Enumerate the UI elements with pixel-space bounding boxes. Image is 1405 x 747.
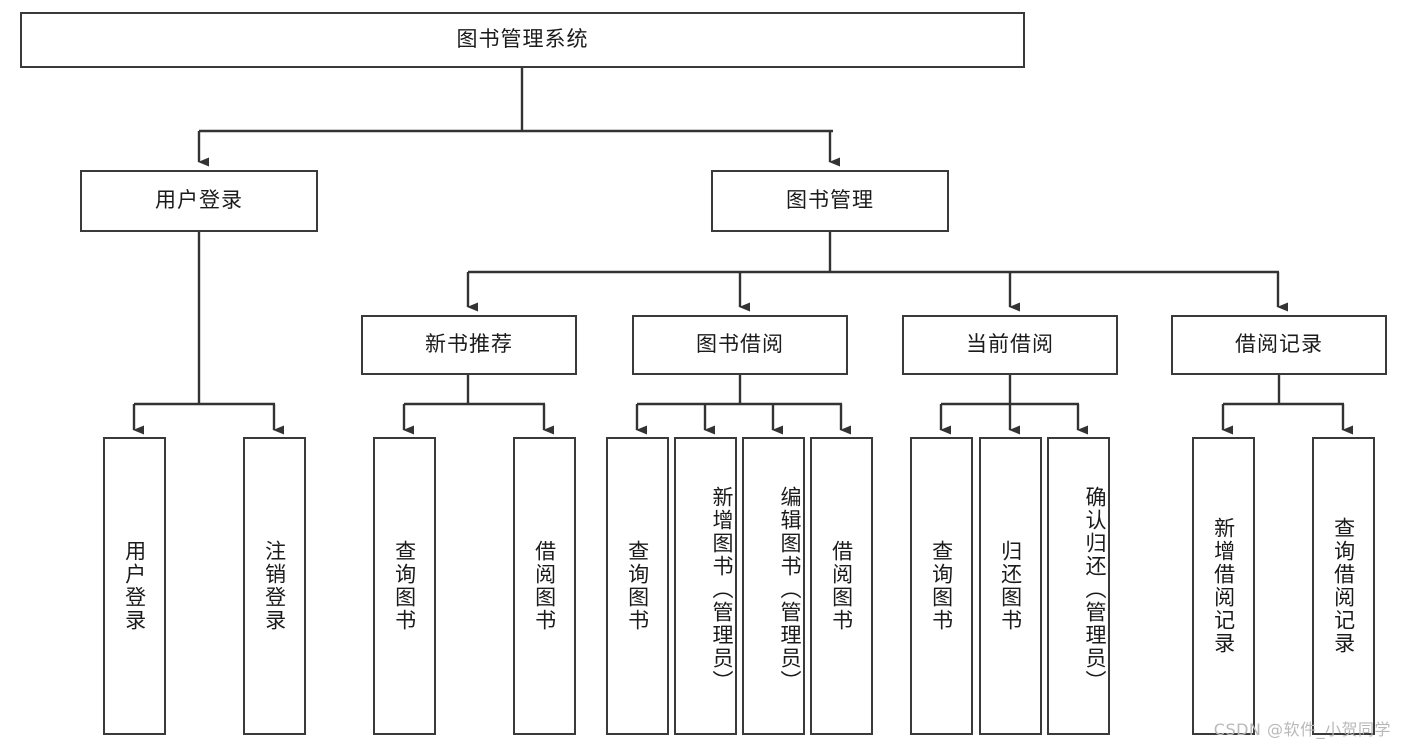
node-current-borrow[interactable]: 当前借阅	[902, 315, 1118, 375]
node-label: 新书推荐	[425, 332, 513, 357]
node-label: 注销登录	[262, 540, 287, 632]
leaf-query-book-new-recommend[interactable]: 查询图书	[373, 437, 436, 735]
leaf-query-book-borrow[interactable]: 查询图书	[606, 437, 669, 735]
node-root-book-management-system[interactable]: 图书管理系统	[20, 12, 1025, 68]
node-label: 当前借阅	[966, 332, 1054, 357]
node-label: 用户登录	[122, 540, 147, 632]
node-label: 新增图书（管理员）	[710, 485, 734, 693]
leaf-edit-book-admin[interactable]: 编辑图书（管理员）	[742, 437, 805, 735]
node-label: 新增借阅记录	[1211, 517, 1236, 655]
leaf-return-book[interactable]: 归还图书	[979, 437, 1042, 735]
node-label: 借阅记录	[1235, 332, 1323, 357]
csdn-watermark: CSDN @软件_小贺同学	[1213, 720, 1391, 739]
leaf-add-borrow-record[interactable]: 新增借阅记录	[1192, 437, 1255, 735]
node-label: 图书管理	[786, 188, 874, 213]
node-new-book-recommend[interactable]: 新书推荐	[361, 315, 577, 375]
node-label: 用户登录	[155, 188, 243, 213]
leaf-borrow-book-new-recommend[interactable]: 借阅图书	[513, 437, 576, 735]
leaf-query-borrow-record[interactable]: 查询借阅记录	[1312, 437, 1375, 735]
leaf-logout-login[interactable]: 注销登录	[243, 437, 306, 735]
node-user-login[interactable]: 用户登录	[80, 170, 318, 232]
leaf-query-book-current[interactable]: 查询图书	[910, 437, 973, 735]
node-label: 查询图书	[929, 540, 954, 632]
node-label: 编辑图书（管理员）	[778, 485, 802, 693]
node-label: 借阅图书	[829, 540, 854, 632]
node-label: 查询图书	[392, 540, 417, 632]
node-label: 图书管理系统	[456, 27, 589, 52]
node-borrow-record[interactable]: 借阅记录	[1171, 315, 1387, 375]
node-book-management[interactable]: 图书管理	[711, 170, 949, 232]
node-book-borrow[interactable]: 图书借阅	[632, 315, 848, 375]
leaf-borrow-book-borrow[interactable]: 借阅图书	[810, 437, 873, 735]
node-label: 确认归还（管理员）	[1083, 485, 1107, 693]
node-label: 借阅图书	[532, 540, 557, 632]
node-label: 查询借阅记录	[1331, 517, 1356, 655]
node-label: 查询图书	[625, 540, 650, 632]
leaf-user-login[interactable]: 用户登录	[103, 437, 166, 735]
node-label: 图书借阅	[696, 332, 784, 357]
leaf-add-book-admin[interactable]: 新增图书（管理员）	[674, 437, 737, 735]
leaf-confirm-return-admin[interactable]: 确认归还（管理员）	[1047, 437, 1110, 735]
node-label: 归还图书	[998, 540, 1023, 632]
